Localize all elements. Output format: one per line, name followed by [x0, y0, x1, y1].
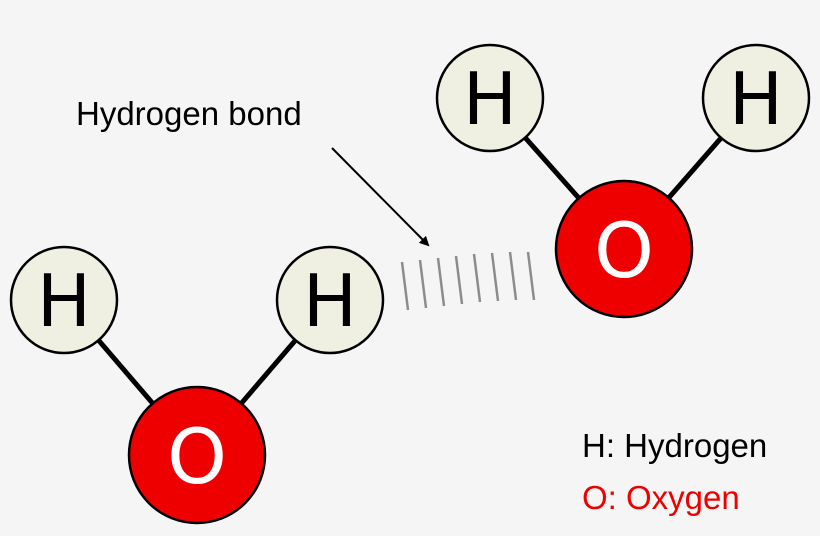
hbond-dash — [472, 253, 482, 303]
legend-hydrogen: H: Hydrogen — [582, 427, 768, 464]
hbond-dash — [508, 251, 518, 301]
left-hydrogen-atom-1: H — [9, 245, 119, 355]
atom-label: H — [463, 57, 517, 141]
right-oxygen-atom: O — [554, 179, 694, 319]
atom-label: O — [167, 412, 227, 501]
left-hydrogen-atom-2: H — [275, 245, 385, 355]
legend-oxygen: O: Oxygen — [582, 479, 740, 516]
atom-label: H — [729, 57, 783, 141]
hbond-dash — [490, 252, 500, 302]
right-hydrogen-atom-1: H — [435, 43, 545, 153]
hbond-dash — [526, 251, 536, 301]
right-hydrogen-atom-2: H — [701, 43, 811, 153]
atom-label: H — [303, 259, 357, 343]
left-oxygen-atom: O — [127, 385, 267, 525]
atom-label: H — [37, 259, 91, 343]
hbond-dash — [454, 255, 464, 305]
hbond-dash — [436, 257, 446, 307]
legend: H: Hydrogen O: Oxygen — [582, 420, 767, 524]
hydrogen-bond-dashes — [400, 251, 536, 311]
hbond-dash — [400, 261, 410, 311]
atom-label: O — [594, 206, 654, 295]
hydrogen-bond-label: Hydrogen bond — [76, 95, 302, 132]
annotation-arrow — [331, 147, 430, 247]
hbond-dash — [418, 259, 428, 309]
